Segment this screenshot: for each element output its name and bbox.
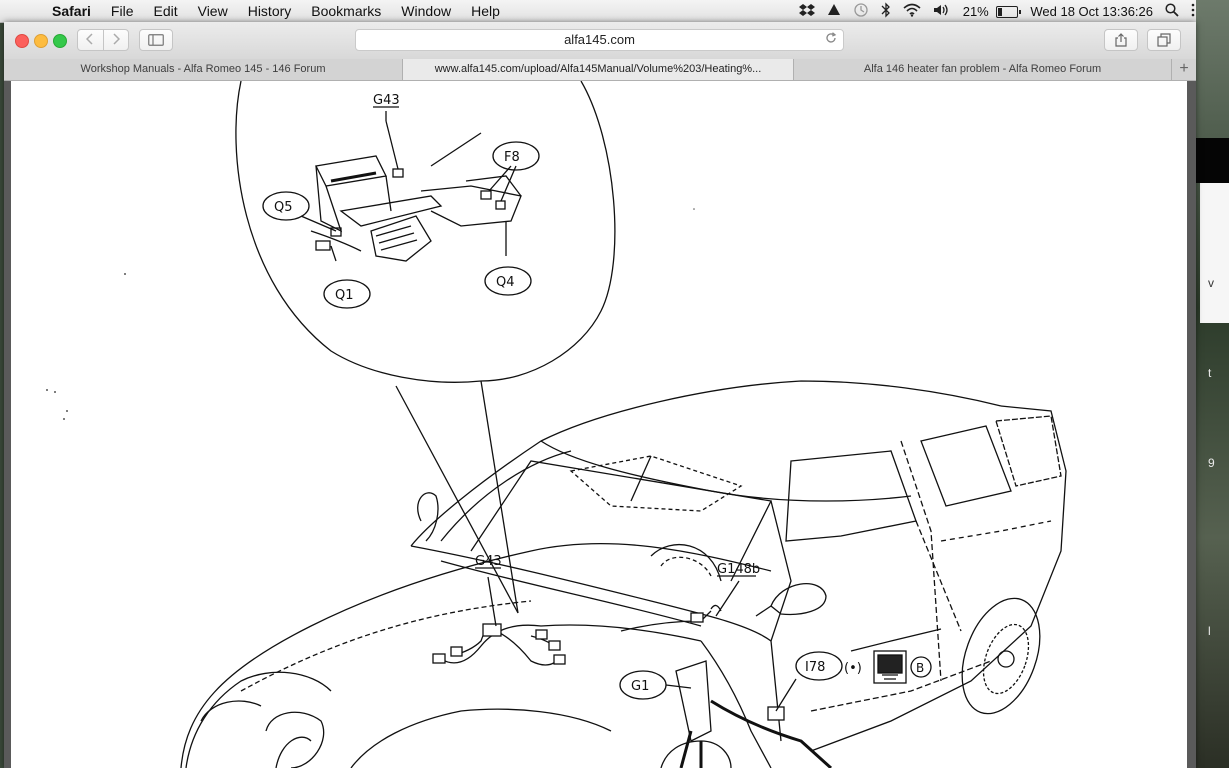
label-g43-bottom: G43 [475, 554, 502, 569]
heater-unit-sketch [300, 120, 522, 262]
menu-window[interactable]: Window [401, 3, 452, 19]
label-i78: I78 [805, 660, 825, 675]
menu-app-name[interactable]: Safari [52, 3, 91, 19]
label-oval [795, 651, 843, 681]
chevron-right-icon [113, 33, 120, 45]
tab-heater-fan-problem[interactable]: Alfa 146 heater fan problem - Alfa Romeo… [794, 59, 1172, 80]
bluetooth-icon[interactable] [881, 1, 891, 21]
wifi-icon[interactable] [903, 3, 921, 20]
desktop-background: v t 9 l [1196, 0, 1229, 768]
forward-button[interactable] [103, 32, 128, 48]
tab-bar: Workshop Manuals - Alfa Romeo 145 - 146 … [4, 59, 1196, 81]
dropbox-icon[interactable] [798, 3, 815, 20]
desktop-edge-letter: v [1208, 276, 1214, 290]
drive-eject-icon[interactable] [827, 3, 841, 20]
desktop-edge-letter: t [1208, 366, 1212, 380]
menu-help[interactable]: Help [471, 3, 500, 19]
menu-bar: Safari File Edit View History Bookmarks … [0, 0, 1229, 23]
address-bar[interactable]: alfa145.com [355, 29, 844, 51]
show-all-tabs-button[interactable] [1147, 29, 1181, 51]
label-q4: Q4 [496, 275, 515, 290]
menu-history[interactable]: History [247, 3, 292, 19]
car-outline [180, 380, 1067, 768]
tabs-overview-icon [1157, 33, 1171, 47]
label-g43-top: G43 [373, 93, 400, 108]
sidebar-toggle-button[interactable] [139, 29, 173, 51]
label-f8: F8 [504, 150, 520, 165]
chevron-left-icon [86, 33, 93, 45]
browser-toolbar: alfa145.com [4, 22, 1196, 60]
sidebar-icon [148, 34, 164, 46]
time-machine-icon[interactable] [853, 2, 869, 21]
status-area: 21% Wed 18 Oct 13:36:26 [787, 0, 1209, 22]
label-underline [373, 106, 756, 577]
battery-percent-label: 21% [962, 3, 989, 19]
desktop-dark-window-edge [1196, 138, 1229, 183]
menu-view[interactable]: View [197, 3, 228, 19]
label-b: B [916, 661, 924, 675]
battery-icon [996, 6, 1022, 19]
label-circle-b [910, 656, 932, 678]
label-oval [484, 266, 532, 296]
fuse-box-icon [873, 650, 907, 684]
desktop-edge-letter: l [1208, 624, 1211, 638]
battery-percent[interactable]: 21% [962, 3, 1022, 19]
fullscreen-window-button[interactable] [53, 34, 67, 48]
label-oval [262, 191, 310, 221]
label-oval [492, 141, 540, 171]
label-q1: Q1 [335, 288, 354, 303]
tab-heating-manual-active[interactable]: www.alfa145.com/upload/Alfa145Manual/Vol… [403, 59, 794, 80]
wiring-location-diagram: G43 F8 Q5 Q4 Q1 G43 G148b G1 I78 (•) B [46, 81, 1067, 768]
label-g1: G1 [631, 679, 649, 694]
desktop-window-edge [1200, 183, 1229, 323]
back-forward-buttons [77, 29, 129, 51]
share-button[interactable] [1104, 29, 1138, 51]
spotlight-search-icon[interactable] [1165, 2, 1179, 20]
tab-workshop-manuals[interactable]: Workshop Manuals - Alfa Romeo 145 - 146 … [4, 59, 403, 80]
address-text: alfa145.com [564, 32, 635, 47]
new-tab-button[interactable]: + [1179, 60, 1189, 77]
menu-file[interactable]: File [110, 3, 134, 19]
wiring-harness [432, 604, 833, 768]
close-window-button[interactable] [15, 34, 29, 48]
callout-line [487, 576, 797, 712]
label-q5: Q5 [274, 200, 293, 215]
menu-edit[interactable]: Edit [153, 3, 178, 19]
page-viewport: G43 F8 Q5 Q4 Q1 G43 G148b G1 I78 (•) B [4, 81, 1196, 768]
callout-line [480, 380, 519, 614]
desktop-edge-letter: 9 [1208, 456, 1215, 470]
detail-magnifier-circle [235, 81, 616, 383]
back-button[interactable] [78, 32, 103, 48]
share-icon [1115, 33, 1127, 47]
label-g148b: G148b [717, 562, 760, 577]
label-bullet: (•) [844, 661, 862, 676]
menu-bookmarks[interactable]: Bookmarks [311, 3, 382, 19]
reload-icon[interactable] [825, 30, 837, 50]
manual-page: G43 F8 Q5 Q4 Q1 G43 G148b G1 I78 (•) B [11, 81, 1187, 768]
scan-specks [46, 208, 695, 420]
volume-icon[interactable] [933, 3, 951, 20]
minimize-window-button[interactable] [34, 34, 48, 48]
menu-list: Safari File Edit View History Bookmarks … [52, 3, 520, 19]
label-oval [323, 279, 371, 309]
clock[interactable]: Wed 18 Oct 13:36:26 [1030, 3, 1153, 19]
divider [102, 30, 104, 50]
safari-window: alfa145.com Workshop Manuals - Alfa Rome… [4, 22, 1196, 768]
